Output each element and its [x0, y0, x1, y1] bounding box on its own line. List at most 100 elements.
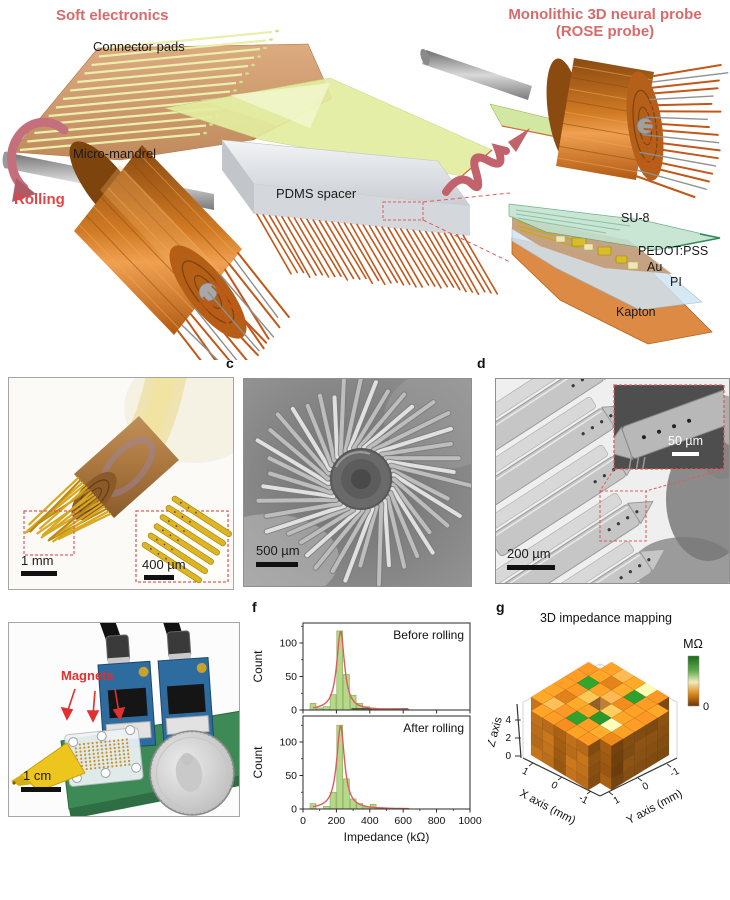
title-rose-line1: Monolithic 3D neural probe	[508, 6, 702, 23]
rose-probe	[420, 48, 729, 198]
z-tick-label: 2	[505, 733, 511, 744]
label-micro-mandrel: Micro-mandrel	[73, 146, 157, 161]
x-tick-label: 400	[361, 815, 379, 827]
label-connector-pads: Connector pads	[93, 39, 185, 54]
scalebar-label-400um: 400 µm	[142, 557, 186, 572]
x-tick-label: 0	[549, 780, 559, 793]
scalebar-label-1mm: 1 mm	[21, 553, 54, 568]
panel-label-f: f	[252, 599, 257, 615]
hist-title: Before rolling	[393, 628, 464, 642]
label-layer-au: Au	[647, 260, 663, 274]
hist-title: After rolling	[403, 721, 464, 735]
spiral-arrow-icon	[442, 128, 530, 196]
scalebar-1cm	[21, 787, 61, 792]
label-pdms-spacer: PDMS spacer	[276, 186, 357, 201]
y-tick-label: 0	[291, 705, 297, 717]
pdms-spacer-slab	[221, 139, 499, 296]
system-photo-art	[11, 623, 239, 816]
label-layer-pi: PI	[670, 275, 682, 289]
x-axis-label: X axis (mm)	[518, 788, 578, 827]
photo-panel-e: Magnets 1 cm	[8, 622, 240, 817]
label-layer-su8: SU-8	[621, 211, 650, 225]
sem-inset	[613, 384, 725, 470]
z-tick-label: 0	[505, 751, 511, 762]
x-tick-label: 200	[328, 815, 346, 827]
sem-panel-c: 500 µm	[243, 378, 472, 587]
x-tick-label: 600	[394, 815, 412, 827]
hist-bar	[343, 778, 350, 810]
scalebar-label-200um: 200 µm	[507, 546, 551, 561]
scalebar-400um	[144, 575, 174, 580]
schematic-panel-a	[2, 29, 729, 360]
x-tick-label: 1	[520, 766, 530, 779]
scalebar-50um	[672, 452, 699, 456]
y-tick-label: 0	[641, 780, 651, 793]
x-tick-label: 800	[428, 815, 446, 827]
hist-frame	[302, 622, 471, 711]
su8-traces	[515, 209, 631, 234]
hist-bar	[336, 724, 344, 810]
layer-stack-inset	[508, 203, 721, 345]
label-magnets: Magnets	[61, 668, 114, 683]
panel-label-d: d	[477, 355, 486, 371]
photo-panel-b: 1 mm 400 µm	[8, 377, 234, 590]
z-tick-label: 4	[505, 715, 511, 726]
scalebar-label-50um: 50 µm	[668, 434, 703, 448]
map-title: 3D impedance mapping	[540, 611, 672, 625]
label-layer-kapton: Kapton	[616, 305, 656, 319]
magnet-arrows	[60, 688, 126, 723]
hist-bar	[329, 694, 337, 711]
scalebar-label-1cm: 1 cm	[23, 768, 52, 783]
pedot-pads	[571, 237, 628, 264]
y-tick-label: 1	[612, 794, 622, 807]
colorbar-min-label: 0	[703, 701, 709, 713]
scalebar-label-500um: 500 µm	[256, 543, 300, 558]
label-rolling: Rolling	[14, 191, 65, 208]
y-tick-label: 0	[291, 804, 297, 816]
probe-photo-art	[23, 378, 233, 584]
y-tick-label: 100	[279, 737, 297, 749]
sem-end-on-art	[244, 379, 471, 586]
voxel-torus	[530, 661, 670, 791]
inset-zoom-lines	[382, 192, 511, 263]
colorbar-unit-label: MΩ	[683, 637, 703, 651]
hist-fit-curve	[312, 631, 410, 711]
panel-label-g: g	[496, 599, 505, 615]
x-tick-label: -1	[577, 793, 590, 807]
y-tick-label: 100	[279, 638, 297, 650]
y-tick-label: 50	[285, 770, 297, 782]
hist-bar	[336, 630, 344, 711]
amp-board-1	[97, 623, 157, 750]
count-axis-label: Count	[251, 746, 265, 779]
scalebar-1mm	[21, 571, 57, 576]
y-tick-label: -1	[668, 766, 681, 780]
title-rose-probe: Monolithic 3D neural probe (ROSE probe)	[490, 6, 720, 40]
count-axis-label: Count	[251, 650, 265, 683]
scalebar-200um	[507, 565, 555, 570]
hist-bar	[323, 706, 330, 711]
acrylic-clamp	[64, 725, 144, 787]
sem-panel-d: 200 µm 50 µm	[495, 378, 730, 584]
rolling-arrow-icon	[7, 117, 69, 202]
sem-shanks-art	[496, 379, 729, 583]
coin	[149, 730, 235, 816]
title-soft-electronics: Soft electronics	[56, 7, 169, 24]
impedance-axis-label: Impedance (kΩ)	[344, 830, 430, 844]
hist-bar	[309, 702, 317, 711]
hist-fit-curve	[312, 725, 410, 810]
y-axis-label: Y axis (mm)	[625, 788, 685, 827]
colorbar	[687, 655, 700, 707]
y-tick-label: 50	[285, 671, 297, 683]
title-rose-line2: (ROSE probe)	[555, 23, 655, 40]
x-tick-label: 0	[300, 815, 306, 827]
scalebar-500um	[256, 562, 298, 567]
x-tick-label: 1000	[458, 815, 482, 827]
label-layer-pedot: PEDOT:PSS	[638, 244, 709, 258]
panel-label-c: c	[226, 355, 234, 371]
